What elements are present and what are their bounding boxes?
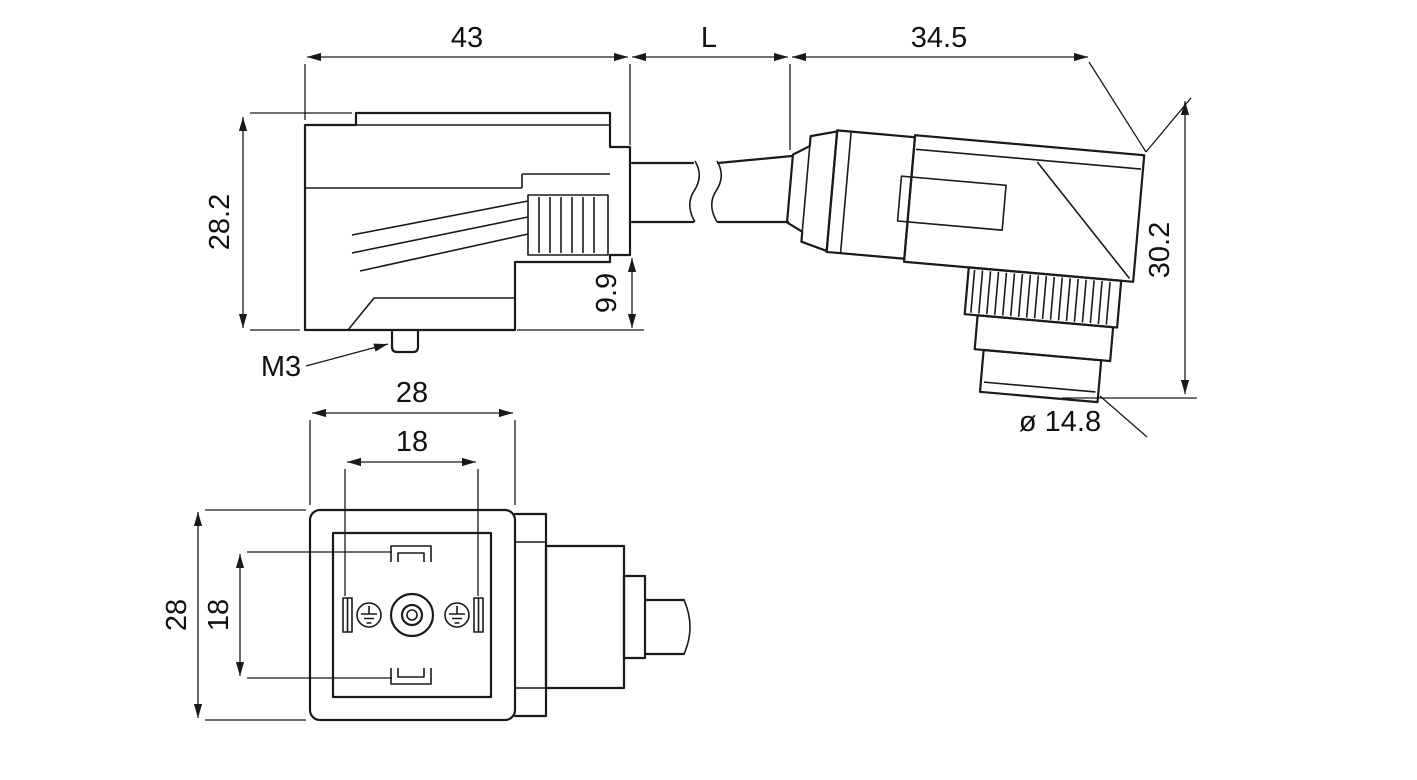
dim-label-contact-spacing-h: 18 <box>396 426 428 458</box>
ext-line-302-top <box>1145 97 1192 153</box>
dim-label-connector-length: 34.5 <box>911 22 967 54</box>
latch-detail <box>896 175 1007 231</box>
dimensions: 43 L 34.5 28.2 9.9 M3 30.2 ø 14.8 28 18 <box>161 22 1197 721</box>
valve-connector-side-view <box>303 111 632 354</box>
cable-right-segment <box>716 154 794 224</box>
connector-body-block <box>825 129 917 260</box>
valve-connector-front-view <box>308 508 691 722</box>
angle-housing <box>902 134 1146 283</box>
earth-contact-left <box>356 602 382 628</box>
housing-parting-line <box>1036 161 1131 279</box>
contact-bracket-top <box>390 545 432 562</box>
strain-relief-collar <box>801 145 811 232</box>
center-boss-circle <box>389 592 435 638</box>
center-hole-inner <box>406 609 418 621</box>
earth-symbol-right <box>449 606 465 624</box>
cable-left-segment <box>630 161 695 224</box>
dim-label-coupling-diameter: ø 14.8 <box>1019 406 1101 438</box>
gland-stub <box>622 574 647 660</box>
ext-line-345-right-diagonal <box>1088 61 1147 153</box>
base-notch-line <box>347 297 515 331</box>
gland-knurl-lines <box>538 197 595 253</box>
face-outline <box>308 508 517 722</box>
dim-label-connector-height: 30.2 <box>1144 222 1176 278</box>
side-flange <box>513 512 548 718</box>
cable-break-left <box>688 160 701 223</box>
flange-step-lines <box>515 541 546 689</box>
cable-channel-lines <box>351 200 529 272</box>
dim-label-cable-length: L <box>701 22 717 54</box>
dim-label-face-height: 28 <box>161 599 193 631</box>
dim-label-body-width: 43 <box>451 22 483 54</box>
contact-bracket-bottom <box>390 668 432 685</box>
dim-label-contact-spacing-v: 18 <box>203 599 235 631</box>
cover-seam <box>305 173 610 189</box>
dim-label-thread: M3 <box>261 351 301 383</box>
cable-exit-lines <box>643 598 686 656</box>
m3-screw-tab <box>390 328 420 354</box>
center-hole-outer <box>400 603 424 627</box>
cable-break-right <box>710 160 723 223</box>
coupling-nut-knurl <box>970 269 1111 325</box>
m3-leader-line <box>305 343 389 367</box>
cable-end-cap <box>683 599 691 655</box>
dim-label-outlet-height: 9.9 <box>591 273 623 313</box>
gland-body <box>527 194 609 256</box>
body-collar-line <box>839 131 852 254</box>
diameter-leader-line <box>1099 395 1148 438</box>
dim-label-body-height: 28.2 <box>204 194 236 250</box>
cable <box>630 154 794 224</box>
housing-seam <box>915 148 1142 170</box>
face-inner-frame <box>331 531 493 699</box>
earth-symbol-left <box>361 606 377 624</box>
thread-tip <box>978 348 1103 404</box>
earth-contact-right <box>444 602 470 628</box>
m12-connector <box>785 129 1146 404</box>
thread-chamfer-line <box>983 381 1096 393</box>
dim-label-face-width: 28 <box>396 377 428 409</box>
gland-cylinder <box>544 544 626 690</box>
